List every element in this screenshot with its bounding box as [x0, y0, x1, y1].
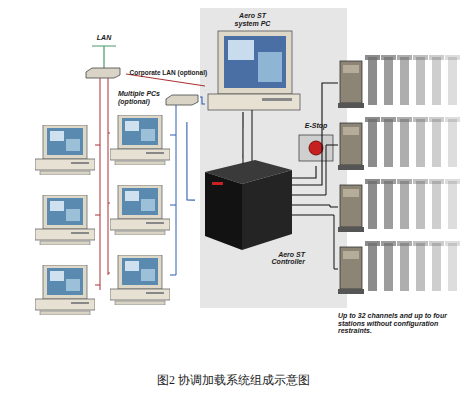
monitor-frame: [218, 31, 292, 94]
component-label: E-Stop: [305, 122, 328, 130]
lan-line: [92, 46, 116, 68]
connector-wire: [242, 112, 243, 158]
test-station: [338, 117, 460, 170]
labeled-component: Aero ST system PC: [205, 12, 300, 112]
labeled-component: Multiple PCs (optional): [118, 90, 200, 122]
labeled-component: LAN: [82, 34, 126, 80]
estop-button: [309, 141, 323, 155]
screen-window: [228, 40, 254, 60]
network-hub: [166, 95, 198, 105]
test-station: [338, 241, 460, 294]
network-hub: [86, 68, 120, 78]
connector-label: Corporate LAN (optional): [130, 69, 208, 76]
client-pc: [110, 185, 170, 235]
pc-base: [208, 94, 300, 110]
monitor-screen: [224, 36, 286, 88]
component-label: Aero ST Controller: [259, 251, 305, 266]
lan-wire: [95, 78, 110, 290]
controller-wire: [243, 110, 305, 185]
test-station: [338, 179, 460, 232]
client-pc: [35, 125, 95, 175]
screen-window: [258, 52, 282, 82]
client-pc: [35, 195, 95, 245]
estop-box: [299, 135, 333, 161]
client-pc: [110, 115, 170, 165]
labeled-component: Up to 32 channels and up to four station…: [338, 55, 463, 335]
component-label: Up to 32 channels and up to four station…: [338, 312, 460, 335]
client-pc: [110, 255, 170, 305]
component-label: LAN: [97, 34, 111, 42]
connector-wire: [305, 166, 316, 178]
connector-wire: [187, 122, 195, 200]
channel-cable: [292, 145, 338, 269]
client-pc: [35, 265, 95, 315]
connector-wire: [200, 97, 205, 104]
labeled-component: E-Stop: [296, 122, 336, 166]
component-label: Multiple PCs (optional): [118, 90, 166, 105]
drive-slot: [262, 98, 292, 101]
component-label: Aero ST system PC: [233, 12, 273, 27]
controller-front: [205, 172, 242, 250]
controller-side: [242, 170, 292, 250]
connector-wire: [305, 83, 338, 185]
network-wire: [170, 105, 176, 275]
test-station: [338, 55, 460, 108]
figure-caption: 图2 协调加载系统组成示意图: [0, 372, 467, 389]
system-panel: [200, 8, 347, 308]
labeled-component: Aero ST Controller: [195, 158, 305, 266]
controller-logo: [212, 182, 223, 185]
